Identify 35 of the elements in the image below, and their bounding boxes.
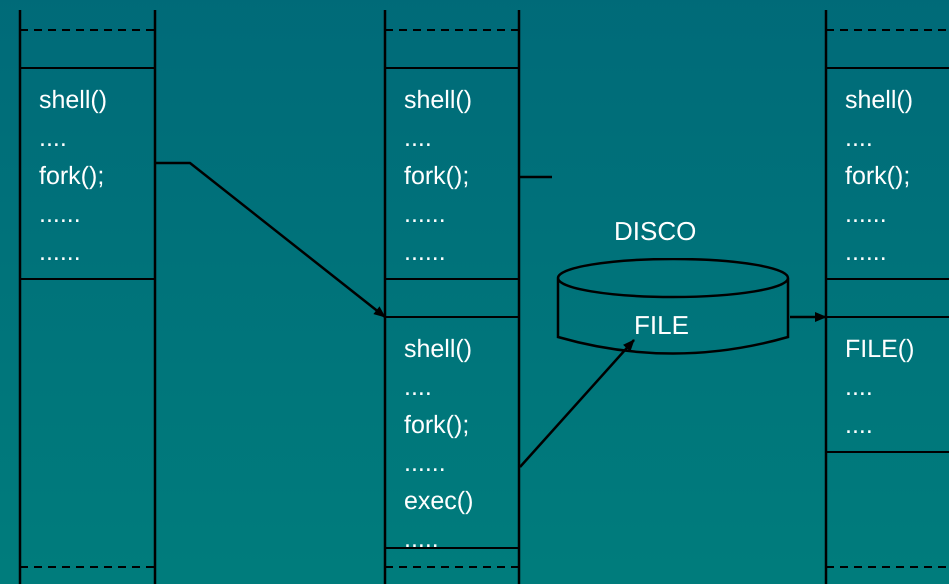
arrow [156, 162, 386, 318]
code-line: .... [39, 123, 67, 154]
memory-segment [20, 67, 156, 280]
arrow [790, 312, 827, 322]
disk-label: FILE [634, 310, 689, 340]
code-line: ...... [845, 199, 887, 230]
code-line: .... [404, 372, 432, 403]
code-line: fork(); [845, 161, 910, 192]
code-line: fork(); [39, 161, 104, 192]
connector-line [520, 176, 552, 178]
memory-segment [826, 67, 949, 280]
code-line: ...... [39, 237, 81, 268]
code-line: shell() [404, 85, 472, 116]
code-line: .... [404, 123, 432, 154]
code-line: ..... [404, 524, 439, 555]
code-line: ...... [404, 199, 446, 230]
code-line: exec() [404, 486, 474, 517]
memory-segment [385, 316, 520, 549]
code-line: ...... [39, 199, 81, 230]
code-line: ...... [845, 237, 887, 268]
arrow [519, 339, 635, 468]
code-line: fork(); [404, 161, 470, 192]
code-line: .... [845, 410, 873, 441]
memory-segment [826, 316, 949, 453]
code-line: .... [845, 123, 873, 154]
code-line: fork(); [404, 410, 470, 441]
code-line: FILE() [845, 334, 914, 365]
code-line: shell() [404, 334, 472, 365]
code-line: ...... [404, 448, 446, 479]
code-line: .... [845, 372, 873, 403]
memory-segment [385, 67, 520, 280]
code-line: shell() [845, 85, 914, 116]
code-line: shell() [39, 85, 108, 116]
code-line: ...... [404, 237, 446, 268]
disk-caption: DISCO [614, 216, 696, 246]
